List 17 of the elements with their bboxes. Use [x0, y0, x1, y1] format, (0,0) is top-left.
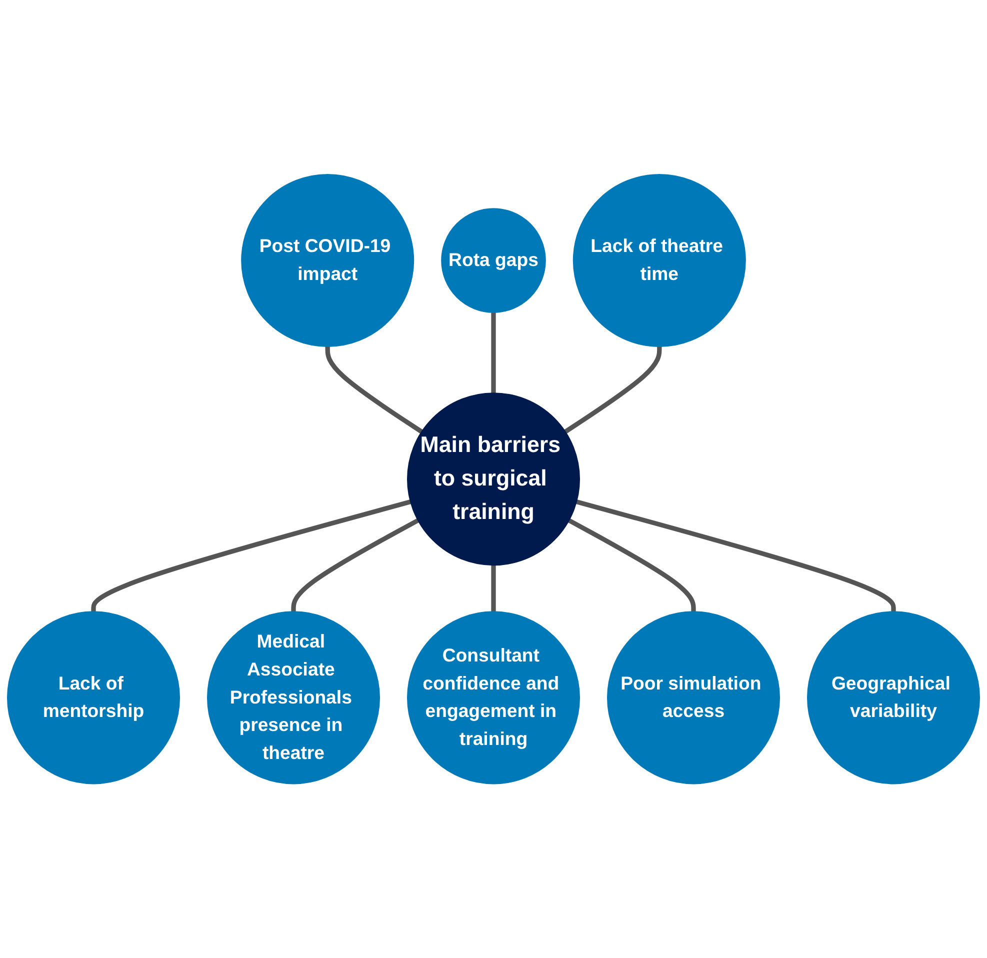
node-circle: Medical Associate Professionals presence in theatre [207, 611, 380, 784]
connector [568, 518, 696, 612]
node-circle: Lack of mentorship [6, 611, 180, 784]
connector [325, 346, 423, 434]
connector [491, 565, 496, 612]
node-circle: Lack of theatre time [572, 174, 746, 347]
node-circle: Consultant confidence and engagement in training [407, 611, 580, 784]
connector [576, 499, 896, 612]
connector [291, 518, 420, 612]
node-circle: Rota gaps [441, 208, 546, 313]
connector [491, 312, 496, 393]
node-circle: Poor simulation access [607, 611, 780, 784]
connector [91, 499, 412, 612]
node-circle: Geographical variability [807, 611, 980, 784]
node-circle: Main barriers to surgical training [407, 392, 580, 566]
node-circle: Post COVID-19 impact [241, 174, 414, 347]
connector [564, 346, 662, 434]
